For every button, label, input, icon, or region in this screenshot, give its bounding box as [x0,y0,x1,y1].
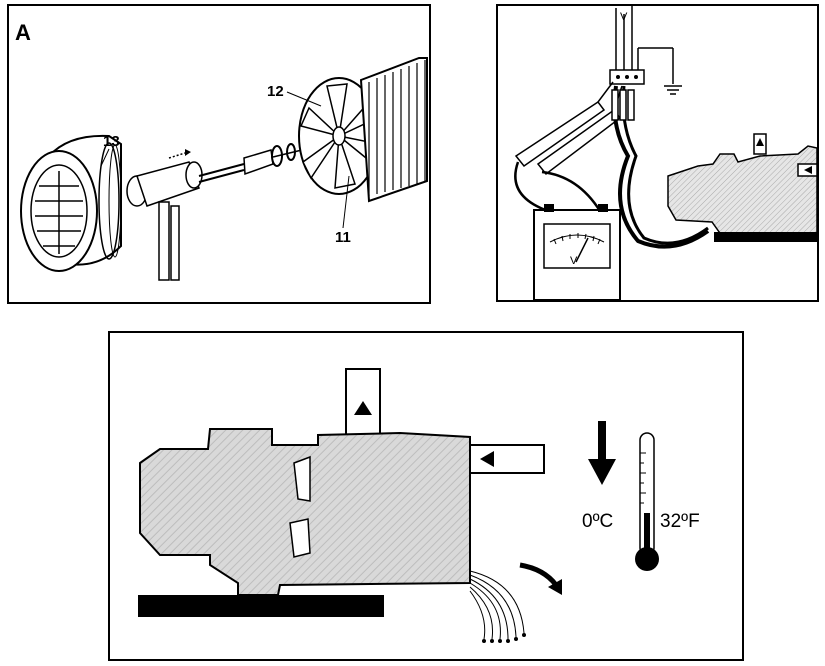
voltage-test-drawing: V [514,6,817,300]
fan-disassembly-drawing: A [15,20,428,281]
drain-arrow-icon [519,562,558,587]
supply-lines [615,6,674,84]
temp-fahrenheit: 32ºF [660,511,700,532]
meter-label: V [570,255,578,267]
probe-cable-left [514,161,549,213]
inlet-pipe [469,444,545,474]
temp-celsius: 0ºC [582,511,613,532]
panel-a-fan-disassembly: A [7,4,431,304]
motor-housing-fins [359,57,428,203]
frost-warning-drawing: 0ºC 32ºF [138,368,700,643]
voltmeter: V [533,204,621,300]
panel-c-frost-warning: 0ºC 32ºF [108,331,744,661]
callout-13: 13 [103,133,120,150]
arrow-down-icon [588,421,616,485]
probe-left [514,81,614,168]
probe-cable-right [541,170,602,212]
fan-cover [20,134,122,272]
flow-up-arrow-icon [354,401,372,415]
motor-cable [612,85,710,249]
pump-motor-small [667,133,817,242]
base-plate [138,595,384,617]
puller-tool [126,140,340,281]
supply-voltage-label: V [620,11,628,23]
ground-symbol-icon [664,85,682,95]
probe-right [536,85,623,176]
callout-11: 11 [335,229,351,246]
panel-b-voltage-test: V [496,4,819,302]
drain-wires [469,570,525,640]
panel-letter: A [15,20,31,45]
pump-motor [139,428,471,596]
thermometer-icon [635,432,659,571]
discharge-pipe [345,368,381,436]
retaining-clips [271,143,296,167]
callout-12: 12 [267,83,284,100]
flow-left-arrow-icon [480,451,494,467]
